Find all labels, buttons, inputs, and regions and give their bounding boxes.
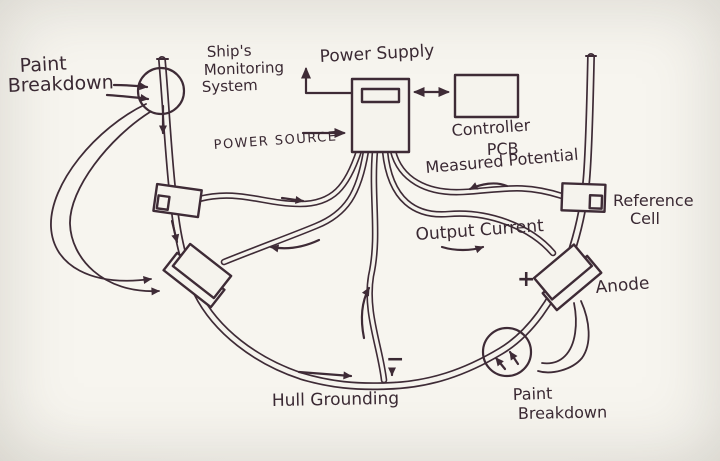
paint-breakdown-top-leader-2 xyxy=(105,93,150,102)
paint-breakdown-bottom-arrow-1 xyxy=(494,356,507,371)
hull-flow-arrow-left xyxy=(170,219,180,244)
paint-breakdown-circle-top xyxy=(136,66,186,116)
reference-cell-left-box xyxy=(152,182,203,219)
label-controller-pcb-2: PCB xyxy=(486,139,518,159)
measured-potential-left-flow-arrow xyxy=(280,195,305,204)
label-ships-monitoring-2: Monitoring xyxy=(204,58,285,79)
label-ships-monitoring-1: Ship's xyxy=(207,41,252,61)
hull-minus-sign: − xyxy=(386,347,404,372)
label-ships-monitoring-3: System xyxy=(202,76,259,96)
seawater-current-arcs-right xyxy=(537,300,590,374)
paint-breakdown-top-leader-1 xyxy=(112,82,149,91)
measured-potential-cable-right xyxy=(391,149,564,198)
anode-plus-sign: + xyxy=(517,267,535,292)
grounding-up-flow-arrow xyxy=(360,286,371,340)
anode-right-box xyxy=(532,243,603,312)
label-anode: Anode xyxy=(595,273,651,298)
output-current-left-flow-arrow xyxy=(269,238,321,253)
current-arc-left-inner xyxy=(69,111,160,296)
monitoring-system-arrow xyxy=(301,67,354,95)
label-reference-cell-1: Reference xyxy=(613,191,694,210)
label-reference-cell-2: Cell xyxy=(630,209,660,228)
paint-breakdown-bottom-arrow-2 xyxy=(508,350,520,366)
anode-left-box xyxy=(162,242,233,309)
cables xyxy=(195,147,566,384)
label-paint-breakdown-top-1: Paint xyxy=(19,53,67,77)
label-paint-breakdown-top-2: Breakdown xyxy=(7,71,114,97)
output-current-cable-left xyxy=(222,149,368,264)
label-hull-grounding: Hull Grounding xyxy=(272,389,400,411)
hull-bottom-flow-arrow xyxy=(297,370,353,380)
label-paint-breakdown-bottom-2: Breakdown xyxy=(518,402,608,423)
output-current-cable-right xyxy=(383,149,555,255)
measured-potential-cable-left xyxy=(197,149,361,206)
power-supply-display xyxy=(360,87,401,104)
current-arc-left-outer xyxy=(50,103,152,284)
label-paint-breakdown-bottom-1: Paint xyxy=(512,384,552,404)
hull-grounding-cable xyxy=(367,149,386,382)
controller-pcb-box xyxy=(453,73,520,119)
label-power-supply: Power Supply xyxy=(319,41,435,67)
current-arc-right-outer xyxy=(537,300,590,374)
reference-cell-right-box xyxy=(560,182,607,213)
paint-breakdown-circle-bottom xyxy=(481,326,533,378)
measured-potential-right-flow-arrow xyxy=(468,182,509,191)
seawater-current-arcs-left xyxy=(50,103,160,296)
label-output-current: Output Current xyxy=(415,216,545,245)
output-current-right-flow-arrow xyxy=(440,245,485,254)
label-power-source: POWER SOURCE xyxy=(213,129,338,153)
label-controller-pcb-1: Controller xyxy=(451,116,531,140)
current-arc-right-inner xyxy=(541,302,577,365)
